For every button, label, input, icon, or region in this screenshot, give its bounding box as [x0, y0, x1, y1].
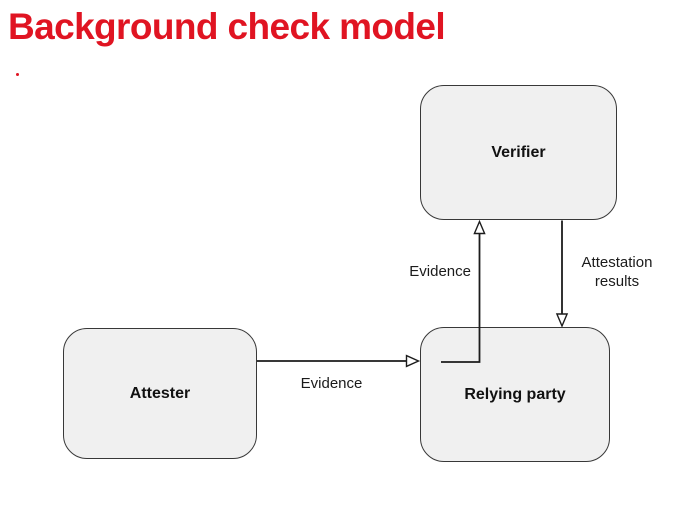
edge-label-attestation-results: Attestation results	[581, 254, 653, 290]
node-attester-label: Attester	[129, 384, 191, 402]
edge-label-evidence-up: Evidence	[409, 263, 471, 280]
node-relying-party-label: Relying party	[464, 385, 566, 403]
node-attester: Attester	[63, 328, 257, 459]
node-verifier: Verifier	[420, 85, 617, 220]
edge-label-evidence-right: Evidence	[300, 375, 363, 392]
node-verifier-label: Verifier	[491, 143, 546, 161]
edge-attestation-results-verifier-to-relying-party	[555, 220, 569, 328]
stray-red-dot	[16, 73, 19, 76]
page-title: Background check model	[8, 6, 446, 47]
node-relying-party: Relying party	[420, 327, 610, 462]
edge-evidence-attester-to-relying-party	[257, 354, 421, 368]
